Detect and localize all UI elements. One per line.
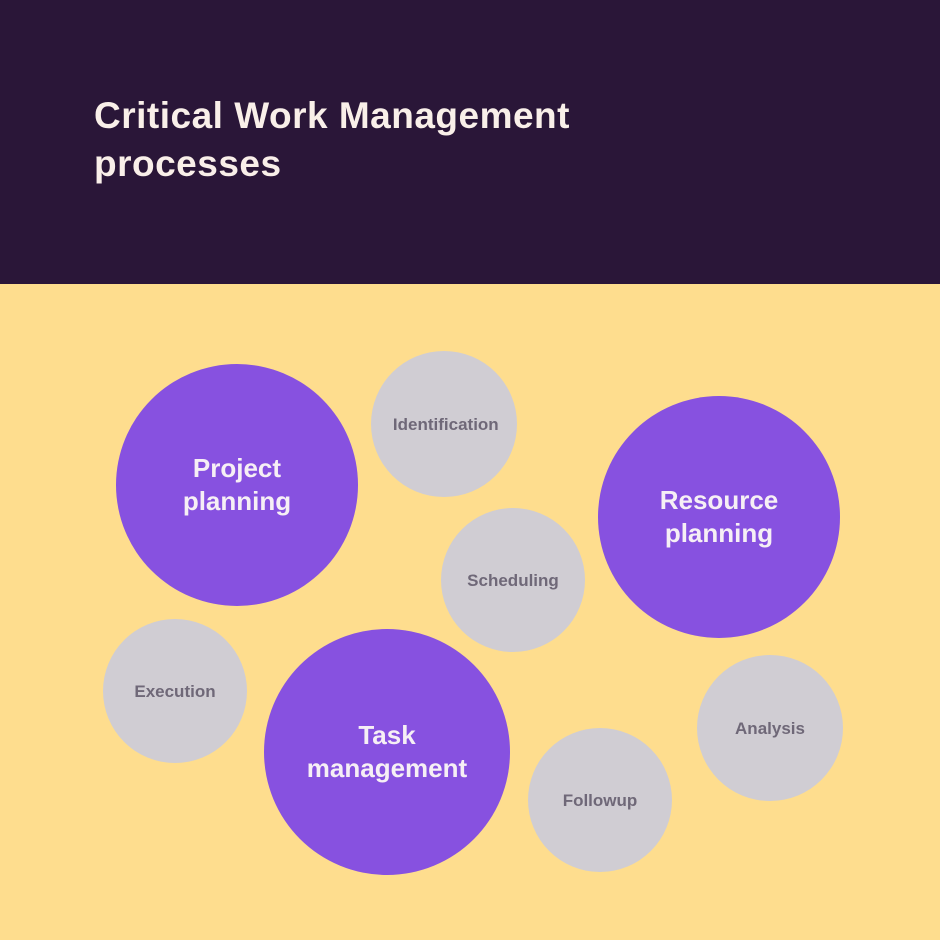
bubble-task-management: Task management — [264, 629, 510, 875]
bubble-scheduling: Scheduling — [441, 508, 585, 652]
bubble-execution-label: Execution — [134, 681, 216, 701]
bubble-identification-label: Identification — [392, 414, 499, 434]
bubble-project-planning: Project planning — [116, 364, 358, 606]
bubble-analysis-label: Analysis — [735, 718, 805, 738]
bubble-analysis: Analysis — [697, 655, 843, 801]
bubble-followup-label: Followup — [562, 790, 638, 810]
bubble-task-management-label: Task management — [306, 720, 468, 783]
bubble-project-planning-label: Project planning — [182, 453, 292, 516]
bubble-identification: Identification — [371, 351, 517, 497]
page-title: Critical Work Management processes — [94, 95, 570, 184]
bubble-resource-planning: Resource planning — [598, 396, 840, 638]
bubble-execution: Execution — [103, 619, 247, 763]
header-band: Critical Work Management processes — [0, 0, 940, 284]
bubble-resource-planning-label: Resource planning — [659, 485, 779, 548]
bubble-scheduling-label: Scheduling — [467, 570, 559, 590]
bubble-followup: Followup — [528, 728, 672, 872]
